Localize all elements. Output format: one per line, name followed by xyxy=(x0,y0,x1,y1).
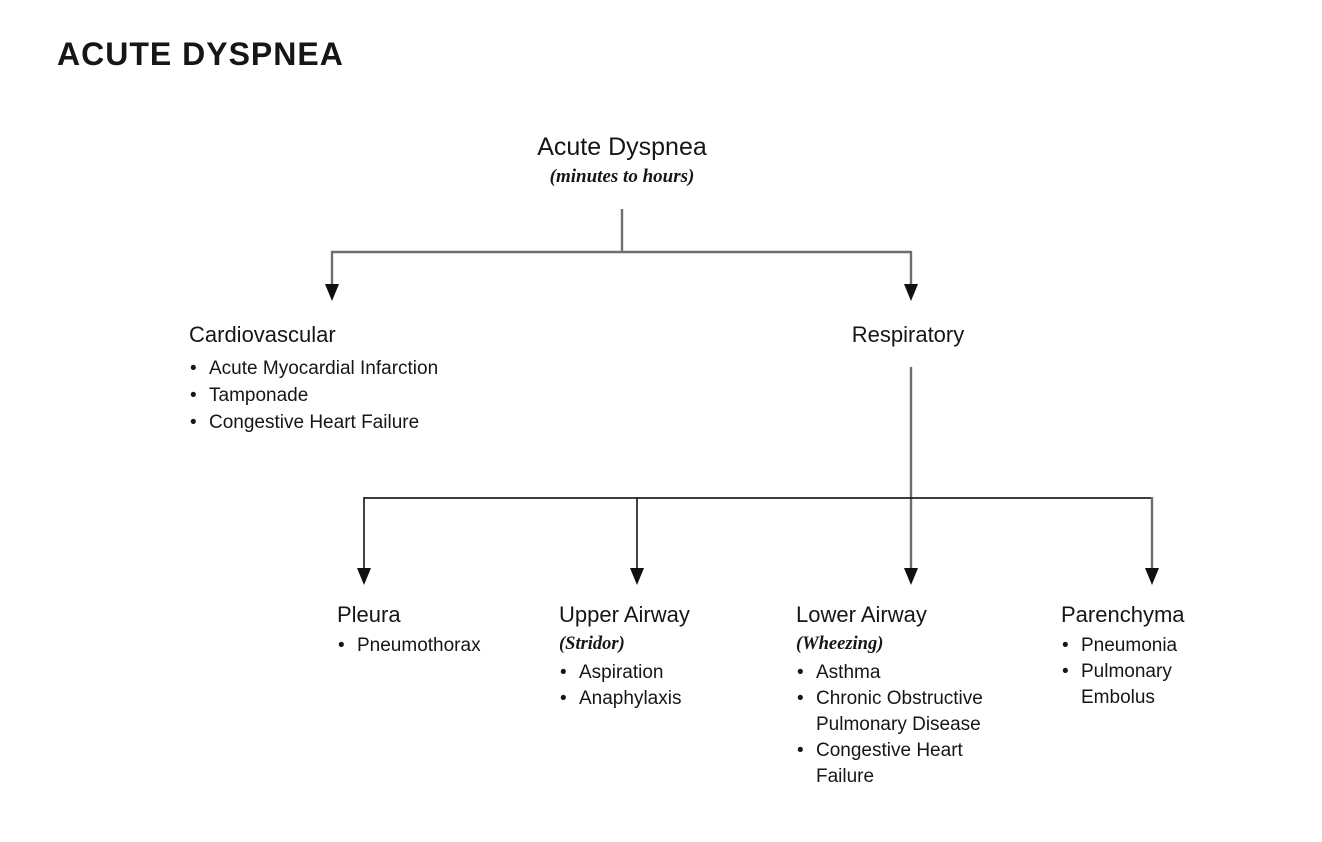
branch-header-lower-airway: Lower Airway xyxy=(796,602,927,627)
bullet-item: Tamponade xyxy=(189,382,519,409)
bullet-item: Pneumothorax xyxy=(337,633,542,659)
page-title: ACUTE DYSPNEA xyxy=(57,36,344,72)
bullet-item: Congestive Heart Failure xyxy=(189,409,519,436)
bullet-item: Acute Myocardial Infarction xyxy=(189,355,519,382)
branch-header-upper-airway: Upper Airway xyxy=(559,602,690,627)
branch-header-pleura: Pleura xyxy=(337,602,401,627)
upper-airway-item-list: Aspiration Anaphylaxis xyxy=(559,660,764,712)
branch-header-respiratory: Respiratory xyxy=(851,322,965,347)
parenchyma-arrowhead-icon xyxy=(1145,568,1159,585)
branch-header-cardiovascular: Cardiovascular xyxy=(189,322,336,347)
bullet-item: Aspiration xyxy=(559,660,764,686)
upper-airway-arrowhead-icon xyxy=(630,568,644,585)
bullet-item: Pneumonia xyxy=(1061,633,1213,659)
upper-airway-qualifier: (Stridor) xyxy=(559,634,625,654)
lower-airway-item-list: Asthma Chronic Obstructive Pulmonary Dis… xyxy=(796,660,1014,790)
branch-cardiovascular: Cardiovascular Acute Myocardial Infarcti… xyxy=(189,322,519,436)
pleura-item-list: Pneumothorax xyxy=(337,633,542,659)
respiratory-arrowhead-icon xyxy=(904,284,918,301)
branch-header-parenchyma: Parenchyma xyxy=(1061,602,1185,627)
pleura-arrowhead-icon xyxy=(357,568,371,585)
root-node-qualifier: (minutes to hours) xyxy=(549,166,695,187)
bullet-item: Anaphylaxis xyxy=(559,686,764,712)
branch-parenchyma: Parenchyma Pneumonia Pulmonary Embolus xyxy=(1061,602,1213,711)
branch-pleura: Pleura Pneumothorax xyxy=(337,602,542,659)
cardiovascular-item-list: Acute Myocardial Infarction Tamponade Co… xyxy=(189,355,519,436)
bullet-item: Chronic Obstructive Pulmonary Disease xyxy=(796,686,1014,738)
lower-airway-arrowhead-icon xyxy=(904,568,918,585)
root-node-label: Acute Dyspnea xyxy=(537,133,707,161)
bullet-item: Pulmonary Embolus xyxy=(1061,659,1213,711)
parenchyma-item-list: Pneumonia Pulmonary Embolus xyxy=(1061,633,1213,711)
bullet-item: Congestive Heart Failure xyxy=(796,738,1014,790)
bullet-item: Asthma xyxy=(796,660,1014,686)
root-node: Acute Dyspnea (minutes to hours) xyxy=(537,132,707,189)
cardiovascular-arrowhead-icon xyxy=(325,284,339,301)
branch-lower-airway: Lower Airway (Wheezing) Asthma Chronic O… xyxy=(796,602,1014,790)
lower-airway-qualifier: (Wheezing) xyxy=(796,634,884,654)
branch-upper-airway: Upper Airway (Stridor) Aspiration Anaphy… xyxy=(559,602,764,712)
